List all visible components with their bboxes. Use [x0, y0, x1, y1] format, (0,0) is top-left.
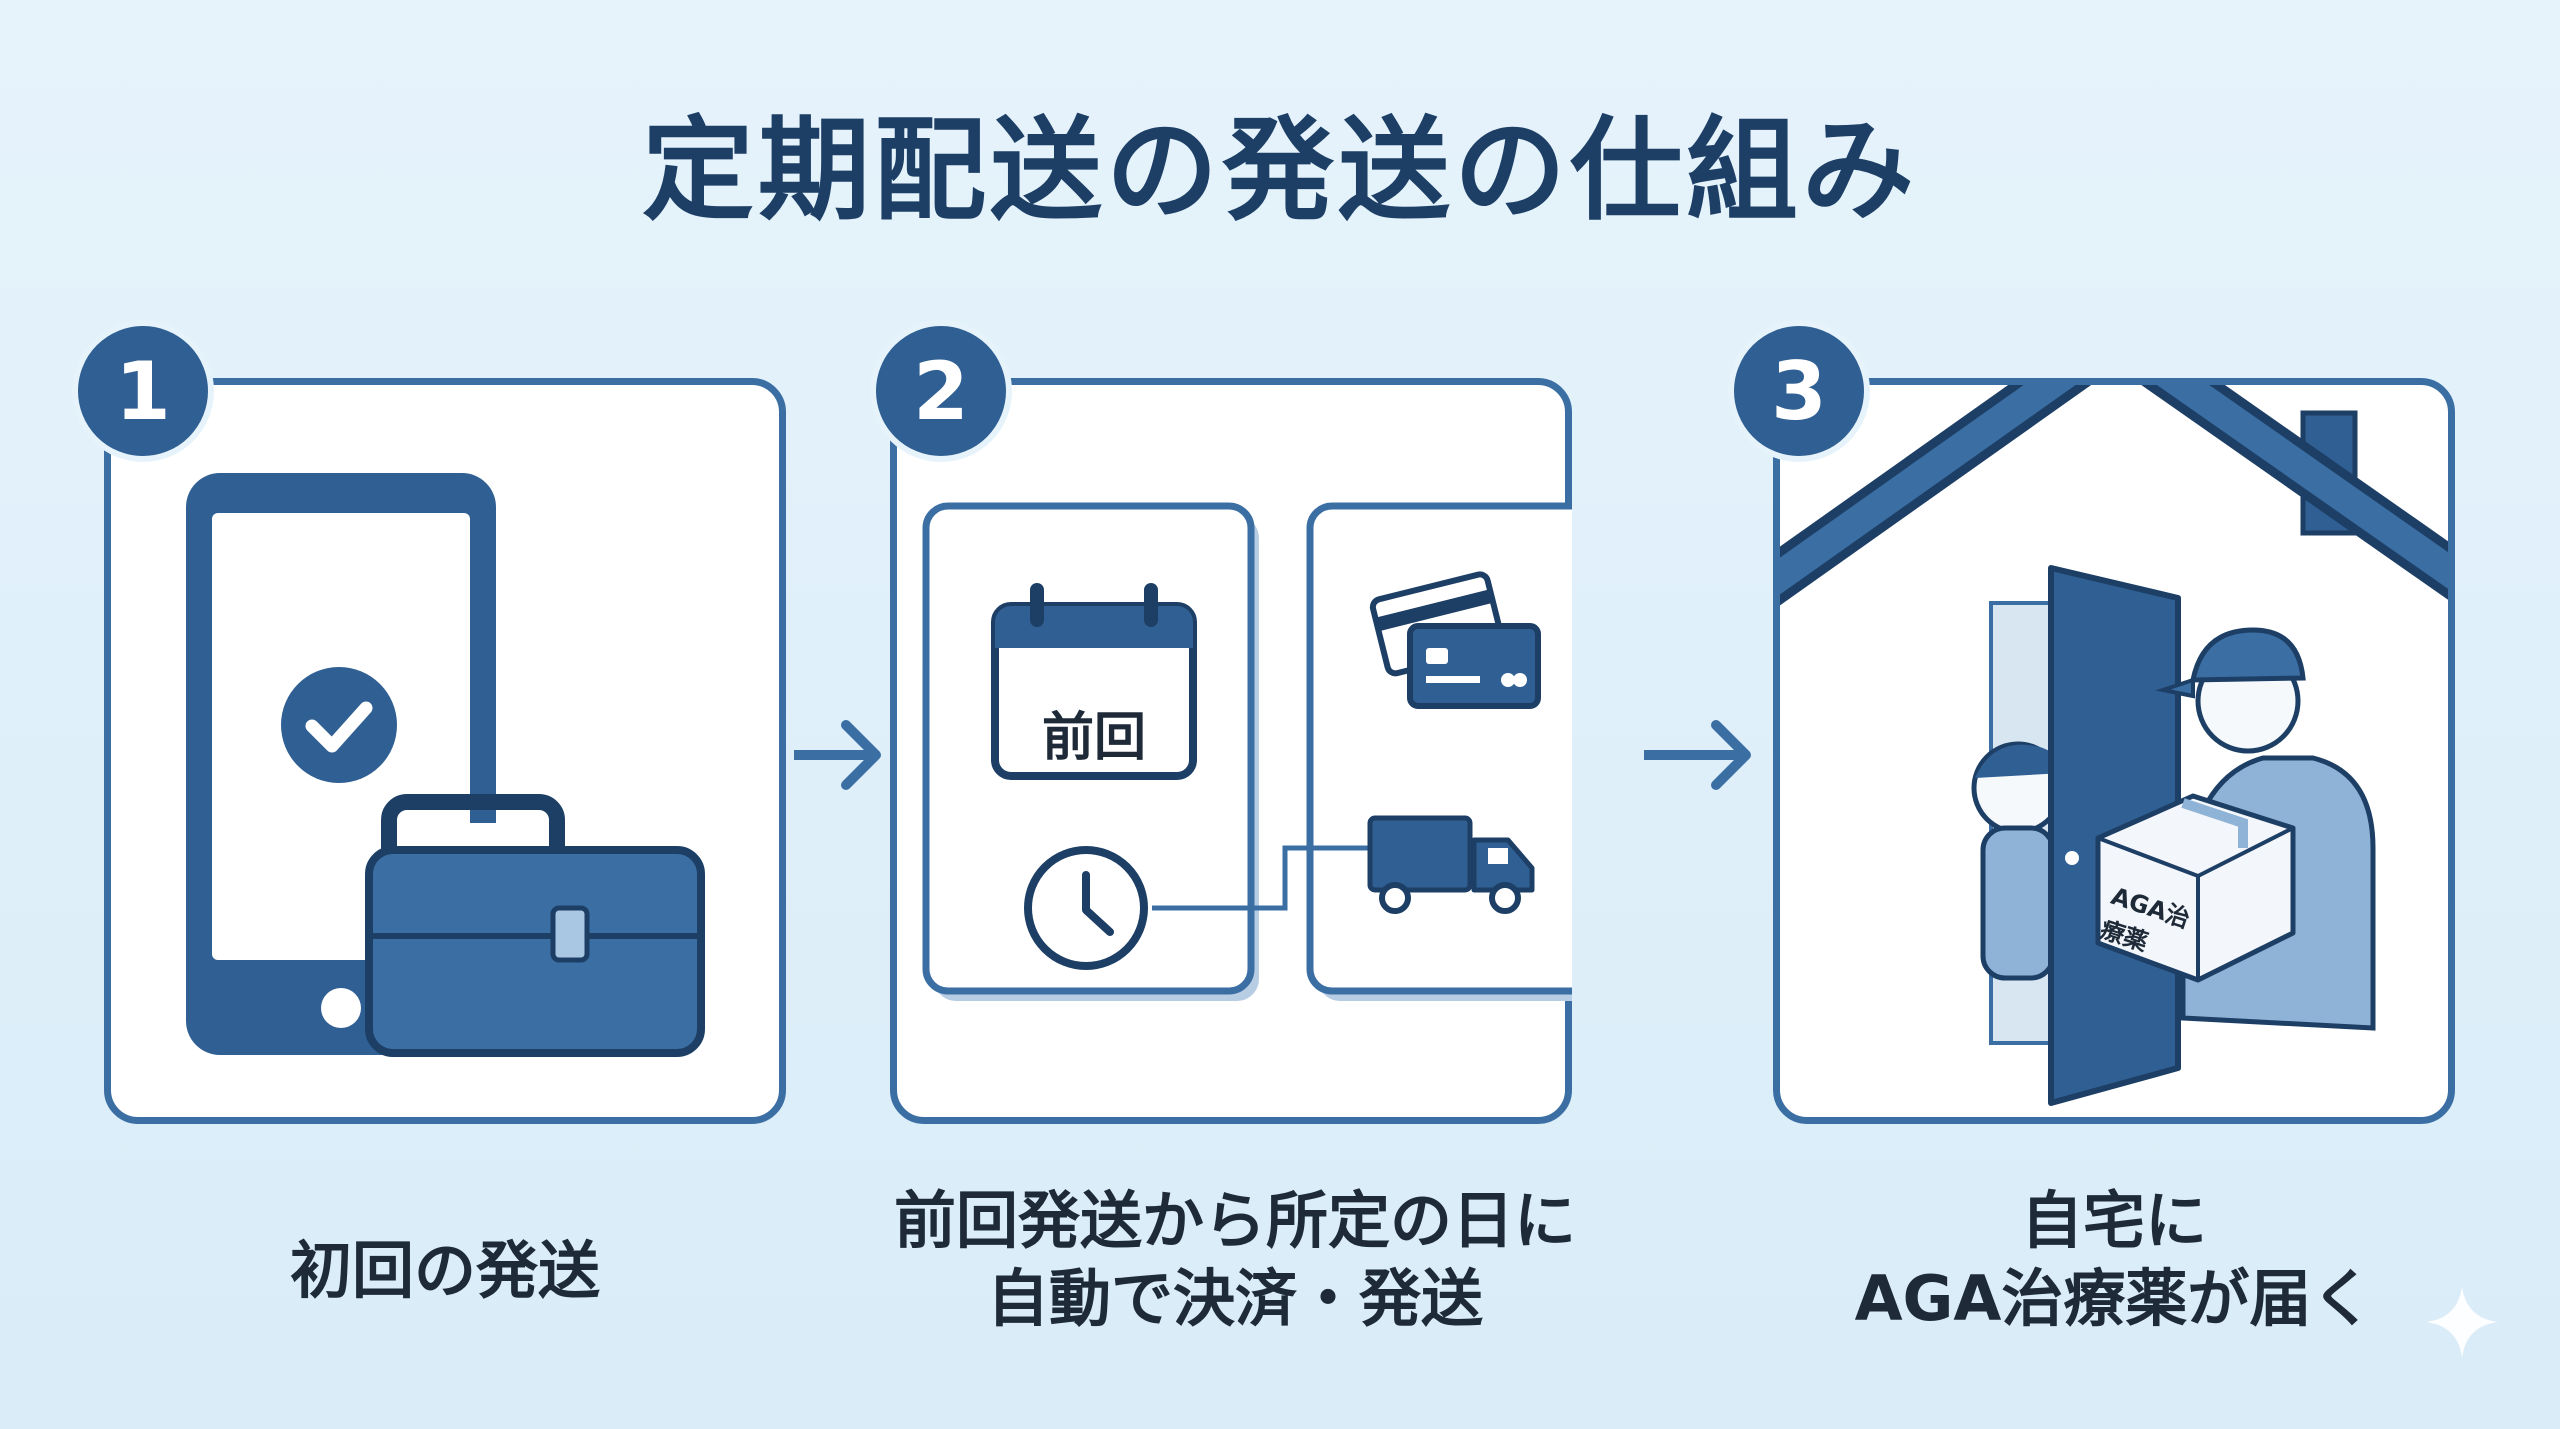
calendar-label: 前回: [1041, 708, 1146, 768]
page-title: 定期配送の発送の仕組み: [642, 106, 1918, 236]
credit-card-icon: [1369, 571, 1541, 709]
step-1-caption: 初回の発送: [65, 1232, 825, 1310]
sparkle-icon: [2426, 1286, 2498, 1358]
caption-line: AGA治療薬が届く: [1854, 1262, 2374, 1335]
step-1-panel: [104, 378, 786, 1124]
delivery-truck-icon: [1367, 815, 1535, 914]
caption-line: 初回の発送: [289, 1234, 600, 1307]
briefcase-icon: [365, 794, 705, 1057]
step-2-caption: 前回発送から所定の日に 自動で決済・発送: [855, 1182, 1615, 1338]
step-2-badge: 2: [870, 320, 1012, 462]
step-3-caption: 自宅に AGA治療薬が届く: [1734, 1182, 2494, 1338]
clock-icon: [1024, 845, 1370, 970]
step-3-badge: 3: [1728, 320, 1870, 462]
house-delivery-illustration: [1780, 385, 2448, 1117]
caption-line: 自動で決済・発送: [986, 1262, 1483, 1335]
arrow-right-icon: [1644, 720, 1751, 790]
caption-line: 自宅に: [2020, 1184, 2207, 1257]
caption-line: 前回発送から所定の日に: [893, 1184, 1576, 1257]
arrow-right-icon: [794, 720, 881, 790]
calendar-icon: [991, 583, 1197, 780]
step-2-panel: 前回: [890, 378, 1572, 1124]
step-1-badge: 1: [72, 320, 214, 462]
step-3-panel: AGA治療薬: [1773, 378, 2455, 1124]
